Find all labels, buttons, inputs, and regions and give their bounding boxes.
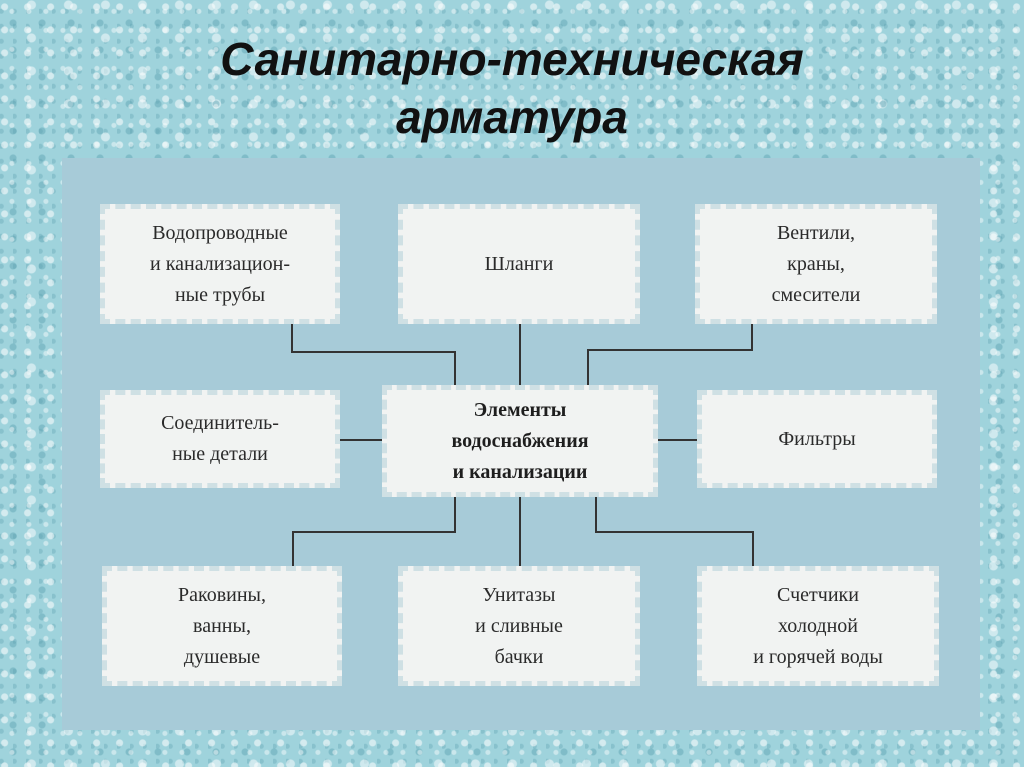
connector-top-left <box>291 324 456 385</box>
box-meters: Счетчики холодной и горячей воды <box>697 566 939 686</box>
connector-bottom-left <box>292 497 456 566</box>
connector-bottom-right <box>595 497 754 566</box>
box-center-elements: Элементы водоснабжения и канализации <box>382 385 658 497</box>
box-sinks: Раковины, ванны, душевые <box>102 566 342 686</box>
page-title: Санитарно-техническая арматура <box>220 33 804 143</box>
box-valves: Вентили, краны, смесители <box>695 204 937 324</box>
connector-top-right <box>587 324 753 385</box>
box-pipes: Водопроводные и канализацион- ные трубы <box>100 204 340 324</box>
box-hoses: Шланги <box>398 204 640 324</box>
box-toilets: Унитазы и сливные бачки <box>398 566 640 686</box>
box-fittings: Соединитель- ные детали <box>100 390 340 488</box>
box-filters: Фильтры <box>697 390 937 488</box>
